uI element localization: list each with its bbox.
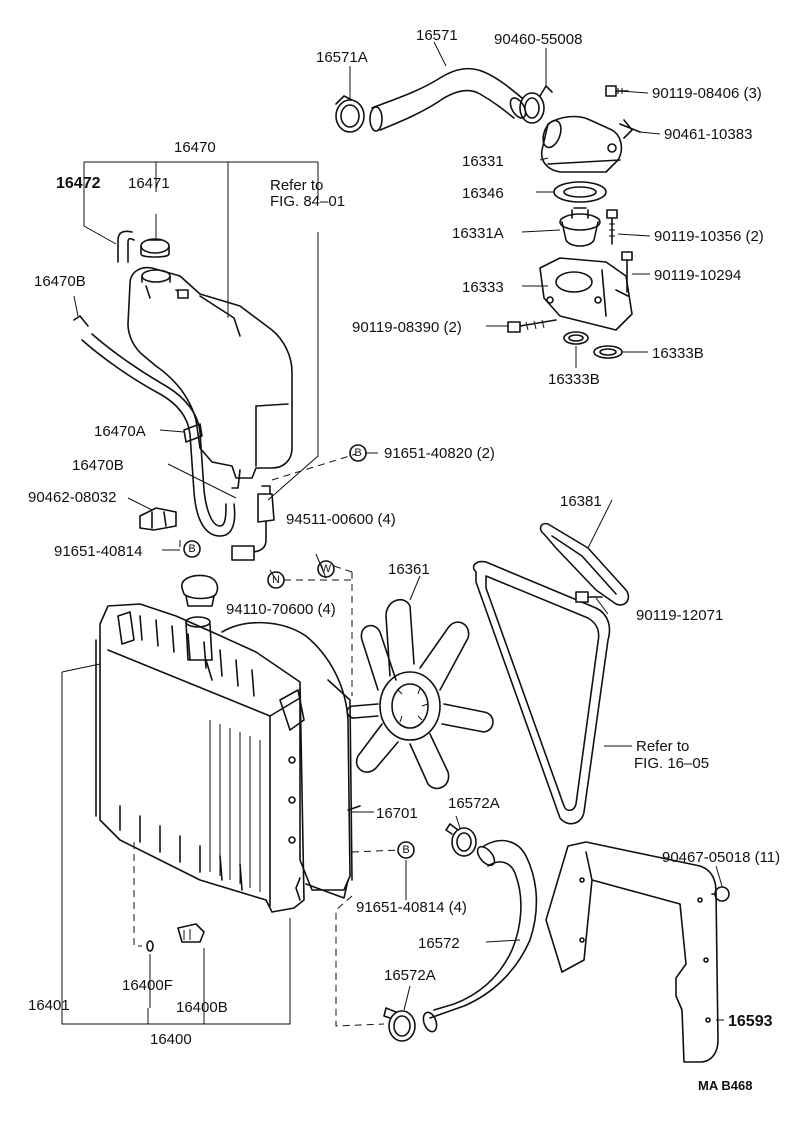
label-90119-10294: 90119-10294 [654, 267, 741, 284]
part-labels: 16571 16571A 90460-55008 90119-08406 (3)… [28, 27, 780, 1093]
label-16470b-2: 16470B [72, 457, 124, 474]
marker-w: W [317, 560, 335, 578]
reservoir-cap [140, 238, 170, 258]
bolt-90119-10294 [621, 251, 633, 293]
reservoir-hose-16472 [117, 230, 135, 263]
label-90119-12071: 90119-12071 [636, 607, 723, 624]
label-90467-05018: 90467-05018 (11) [662, 849, 780, 866]
label-refer-mid-2: FIG. 16–05 [634, 755, 709, 772]
upper-radiator-hose [369, 67, 527, 132]
label-16571: 16571 [416, 27, 458, 44]
svg-text:B: B [354, 447, 361, 459]
label-91651-40820: 91651-40820 (2) [384, 445, 495, 462]
lower-radiator-hose [422, 839, 538, 1033]
label-90119-08406: 90119-08406 (3) [652, 85, 762, 102]
engine-under-cover [545, 841, 719, 1063]
clip-90467-05018 [711, 886, 730, 902]
label-16381: 16381 [560, 493, 602, 510]
label-16400f: 16400F [122, 977, 173, 994]
label-16572a-top: 16572A [448, 795, 500, 812]
label-90460-55008: 90460-55008 [494, 31, 582, 48]
label-94110-70600: 94110-70600 (4) [226, 601, 336, 618]
label-91651-40814-right: 91651-40814 (4) [356, 899, 467, 916]
label-refer-top-2: FIG. 84–01 [270, 193, 345, 210]
stud-bolt-90119-10356 [606, 209, 618, 245]
hose-clamp-16572a-top [445, 823, 477, 857]
label-16572: 16572 [418, 935, 460, 952]
fan-bracket [539, 522, 630, 606]
label-16470a: 16470A [94, 423, 146, 440]
drain-cock-16400b [177, 923, 205, 943]
label-16331: 16331 [462, 153, 504, 170]
label-16593: 16593 [728, 1013, 773, 1030]
label-refer-top-1: Refer to [270, 177, 323, 194]
label-16400: 16400 [150, 1031, 192, 1048]
label-16333b-right: 16333B [652, 345, 704, 362]
label-16572a-bottom: 16572A [384, 967, 436, 984]
label-16346: 16346 [462, 185, 504, 202]
svg-text:N: N [272, 574, 280, 586]
svg-text:B: B [402, 844, 409, 856]
svg-text:B: B [188, 543, 195, 555]
label-16401: 16401 [28, 997, 70, 1014]
label-90119-10356: 90119-10356 (2) [654, 228, 764, 245]
radiator-cap [181, 574, 219, 607]
gasket-16333b-b [593, 345, 623, 359]
label-90119-08390: 90119-08390 (2) [352, 319, 462, 336]
cooling-fan [346, 598, 494, 790]
marker-b-lower: B [397, 841, 415, 859]
label-91651-40814-left: 91651-40814 [54, 543, 142, 560]
label-refer-mid-1: Refer to [636, 738, 689, 755]
bolt-90461-10383 [619, 119, 641, 139]
label-16470b: 16470B [34, 273, 86, 290]
bolt-90119-08390 [507, 319, 557, 333]
bolt-90119-12071 [575, 591, 603, 603]
label-16472: 16472 [56, 175, 101, 192]
reservoir-tank [127, 266, 293, 489]
gasket-16333b-a [563, 331, 589, 345]
label-16333: 16333 [462, 279, 504, 296]
radiator [95, 603, 305, 913]
label-16400b: 16400B [176, 999, 228, 1016]
leader-lines [61, 41, 724, 1025]
label-16361: 16361 [388, 561, 430, 578]
label-90462-08032: 90462-08032 [28, 489, 116, 506]
label-90461-10383: 90461-10383 [664, 126, 752, 143]
overflow-hose [73, 315, 236, 537]
hose-clamp-16470a [183, 423, 203, 443]
label-16331a: 16331A [452, 225, 504, 242]
label-94511-00600: 94511-00600 (4) [286, 511, 396, 528]
water-inlet-housing [540, 115, 623, 173]
marker-b-left: B [183, 540, 201, 558]
marker-n: N [267, 571, 285, 589]
marker-b-upper: B [349, 444, 367, 462]
label-16470: 16470 [174, 139, 216, 156]
label-16471: 16471 [128, 175, 170, 192]
diagram-code: MA B468 [698, 1078, 752, 1093]
hose-clamp-16571a [335, 95, 365, 133]
label-16701: 16701 [376, 805, 418, 822]
hose-clamp-16572a-bottom [383, 1007, 416, 1042]
label-16333b-below: 16333B [548, 371, 600, 388]
thermostat [559, 207, 601, 247]
svg-text:W: W [321, 563, 332, 575]
level-sensor-connector [231, 485, 275, 561]
bracket-90462-08032 [139, 507, 177, 531]
thermostat-gasket [553, 181, 607, 203]
fan-shroud [221, 621, 361, 901]
drain-plug-16400f [146, 940, 154, 952]
v-belt [472, 560, 611, 825]
label-16571a: 16571A [316, 49, 368, 66]
water-outlet-housing [539, 257, 633, 331]
